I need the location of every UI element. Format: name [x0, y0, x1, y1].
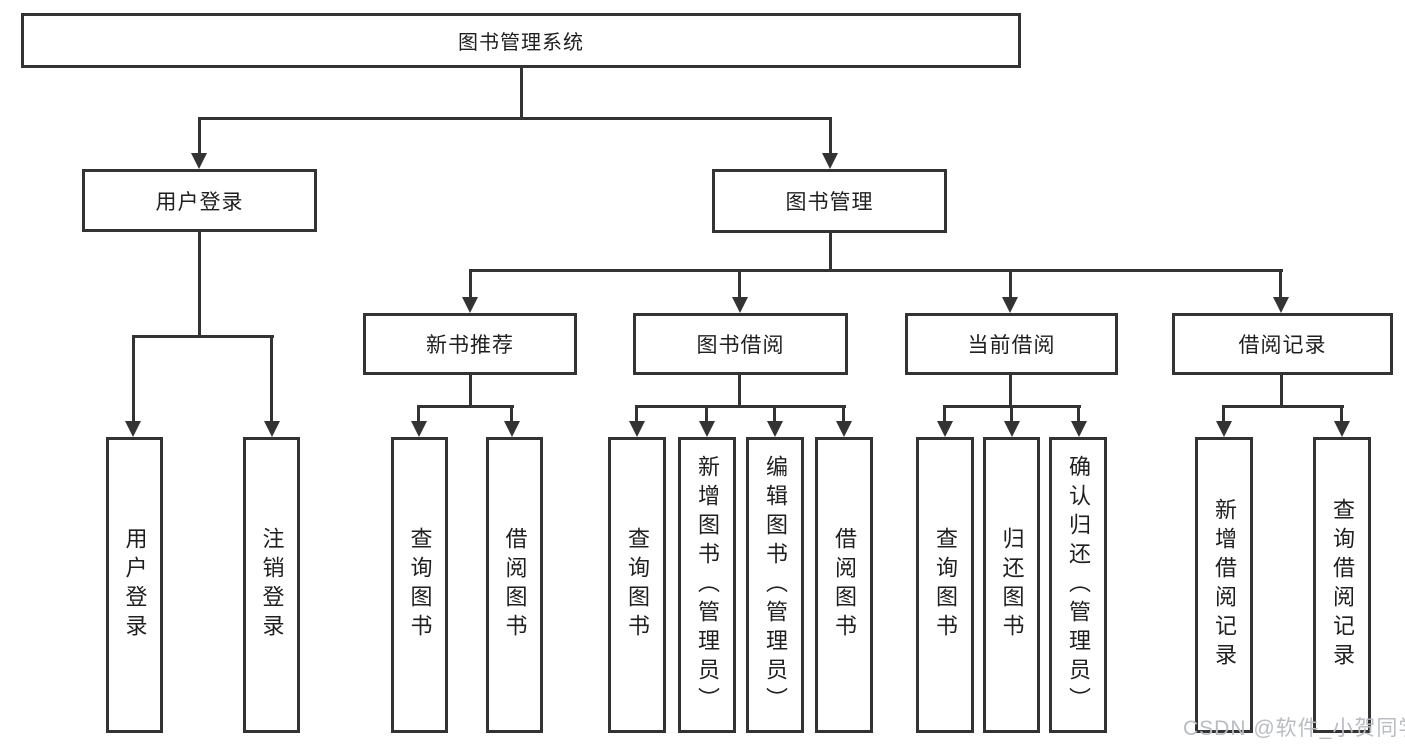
arrowhead-icon: [937, 421, 953, 437]
arrowhead-icon: [732, 297, 748, 313]
arrowhead-icon: [125, 421, 141, 437]
arrowhead-icon: [411, 421, 427, 437]
arrowhead-icon: [264, 421, 280, 437]
leaf-add-books-admin: 新增图书（管理员）: [678, 437, 736, 733]
arrowhead-icon: [1004, 421, 1020, 437]
arrowhead-icon: [1071, 421, 1087, 437]
arrowhead-icon: [1334, 421, 1350, 437]
connector-line: [132, 335, 135, 423]
connector-line: [510, 405, 513, 423]
connector-line: [1009, 375, 1012, 408]
connector-line: [469, 375, 472, 408]
connector-line: [418, 405, 514, 408]
csdn-watermark: CSDN @软件_小贺同学: [1183, 717, 1405, 740]
connector-line: [520, 68, 523, 120]
leaf-borrow-books-recommend: 借阅图书: [486, 437, 543, 733]
leaf-borrow-books: 借阅图书: [815, 437, 873, 733]
connector-line: [943, 405, 946, 423]
connector-line: [1280, 375, 1283, 408]
arrowhead-icon: [1273, 297, 1289, 313]
leaf-query-borrow-record: 查询借阅记录: [1313, 437, 1371, 733]
node-library-management-system: 图书管理系统: [21, 13, 1021, 68]
connector-line: [773, 405, 776, 423]
node-book-borrowing: 图书借阅: [633, 313, 848, 375]
node-user-login: 用户登录: [82, 169, 317, 232]
arrowhead-icon: [836, 421, 852, 437]
leaf-add-borrow-record: 新增借阅记录: [1195, 437, 1253, 733]
connector-line: [829, 117, 832, 155]
arrowhead-icon: [462, 297, 478, 313]
connector-line: [132, 335, 274, 338]
connector-line: [1222, 405, 1225, 423]
connector-line: [1077, 405, 1080, 423]
connector-line: [738, 375, 741, 408]
node-current-borrowing: 当前借阅: [905, 313, 1118, 375]
connector-line: [469, 269, 1283, 272]
leaf-user-login: 用户登录: [106, 437, 163, 733]
connector-line: [1222, 405, 1344, 408]
connector-line: [270, 335, 273, 423]
leaf-edit-books-admin: 编辑图书（管理员）: [746, 437, 804, 733]
arrowhead-icon: [767, 421, 783, 437]
leaf-return-books: 归还图书: [983, 437, 1040, 733]
arrowhead-icon: [191, 153, 207, 169]
arrowhead-icon: [504, 421, 520, 437]
arrowhead-icon: [822, 153, 838, 169]
arrowhead-icon: [699, 421, 715, 437]
connector-line: [1340, 405, 1343, 423]
connector-line: [705, 405, 708, 423]
connector-line: [635, 405, 846, 408]
connector-line: [1279, 269, 1282, 299]
leaf-query-books-recommend: 查询图书: [391, 437, 448, 733]
connector-line: [842, 405, 845, 423]
connector-line: [469, 269, 472, 299]
leaf-query-books-current: 查询图书: [916, 437, 974, 733]
node-book-management: 图书管理: [712, 169, 947, 233]
connector-line: [1009, 269, 1012, 299]
connector-line: [198, 232, 201, 338]
leaf-logout: 注销登录: [243, 437, 300, 733]
leaf-query-books-borrowing: 查询图书: [608, 437, 666, 733]
node-new-book-recommendation: 新书推荐: [363, 313, 577, 375]
connector-line: [829, 233, 832, 272]
connector-line: [635, 405, 638, 423]
node-borrowing-records: 借阅记录: [1172, 313, 1393, 375]
connector-line: [1010, 405, 1013, 423]
arrowhead-icon: [1216, 421, 1232, 437]
connector-line: [738, 269, 741, 299]
arrowhead-icon: [1002, 297, 1018, 313]
connector-line: [198, 117, 201, 155]
leaf-confirm-return-admin: 确认归还（管理员）: [1049, 437, 1107, 733]
arrowhead-icon: [629, 421, 645, 437]
connector-line: [198, 117, 832, 120]
connector-line: [417, 405, 420, 423]
